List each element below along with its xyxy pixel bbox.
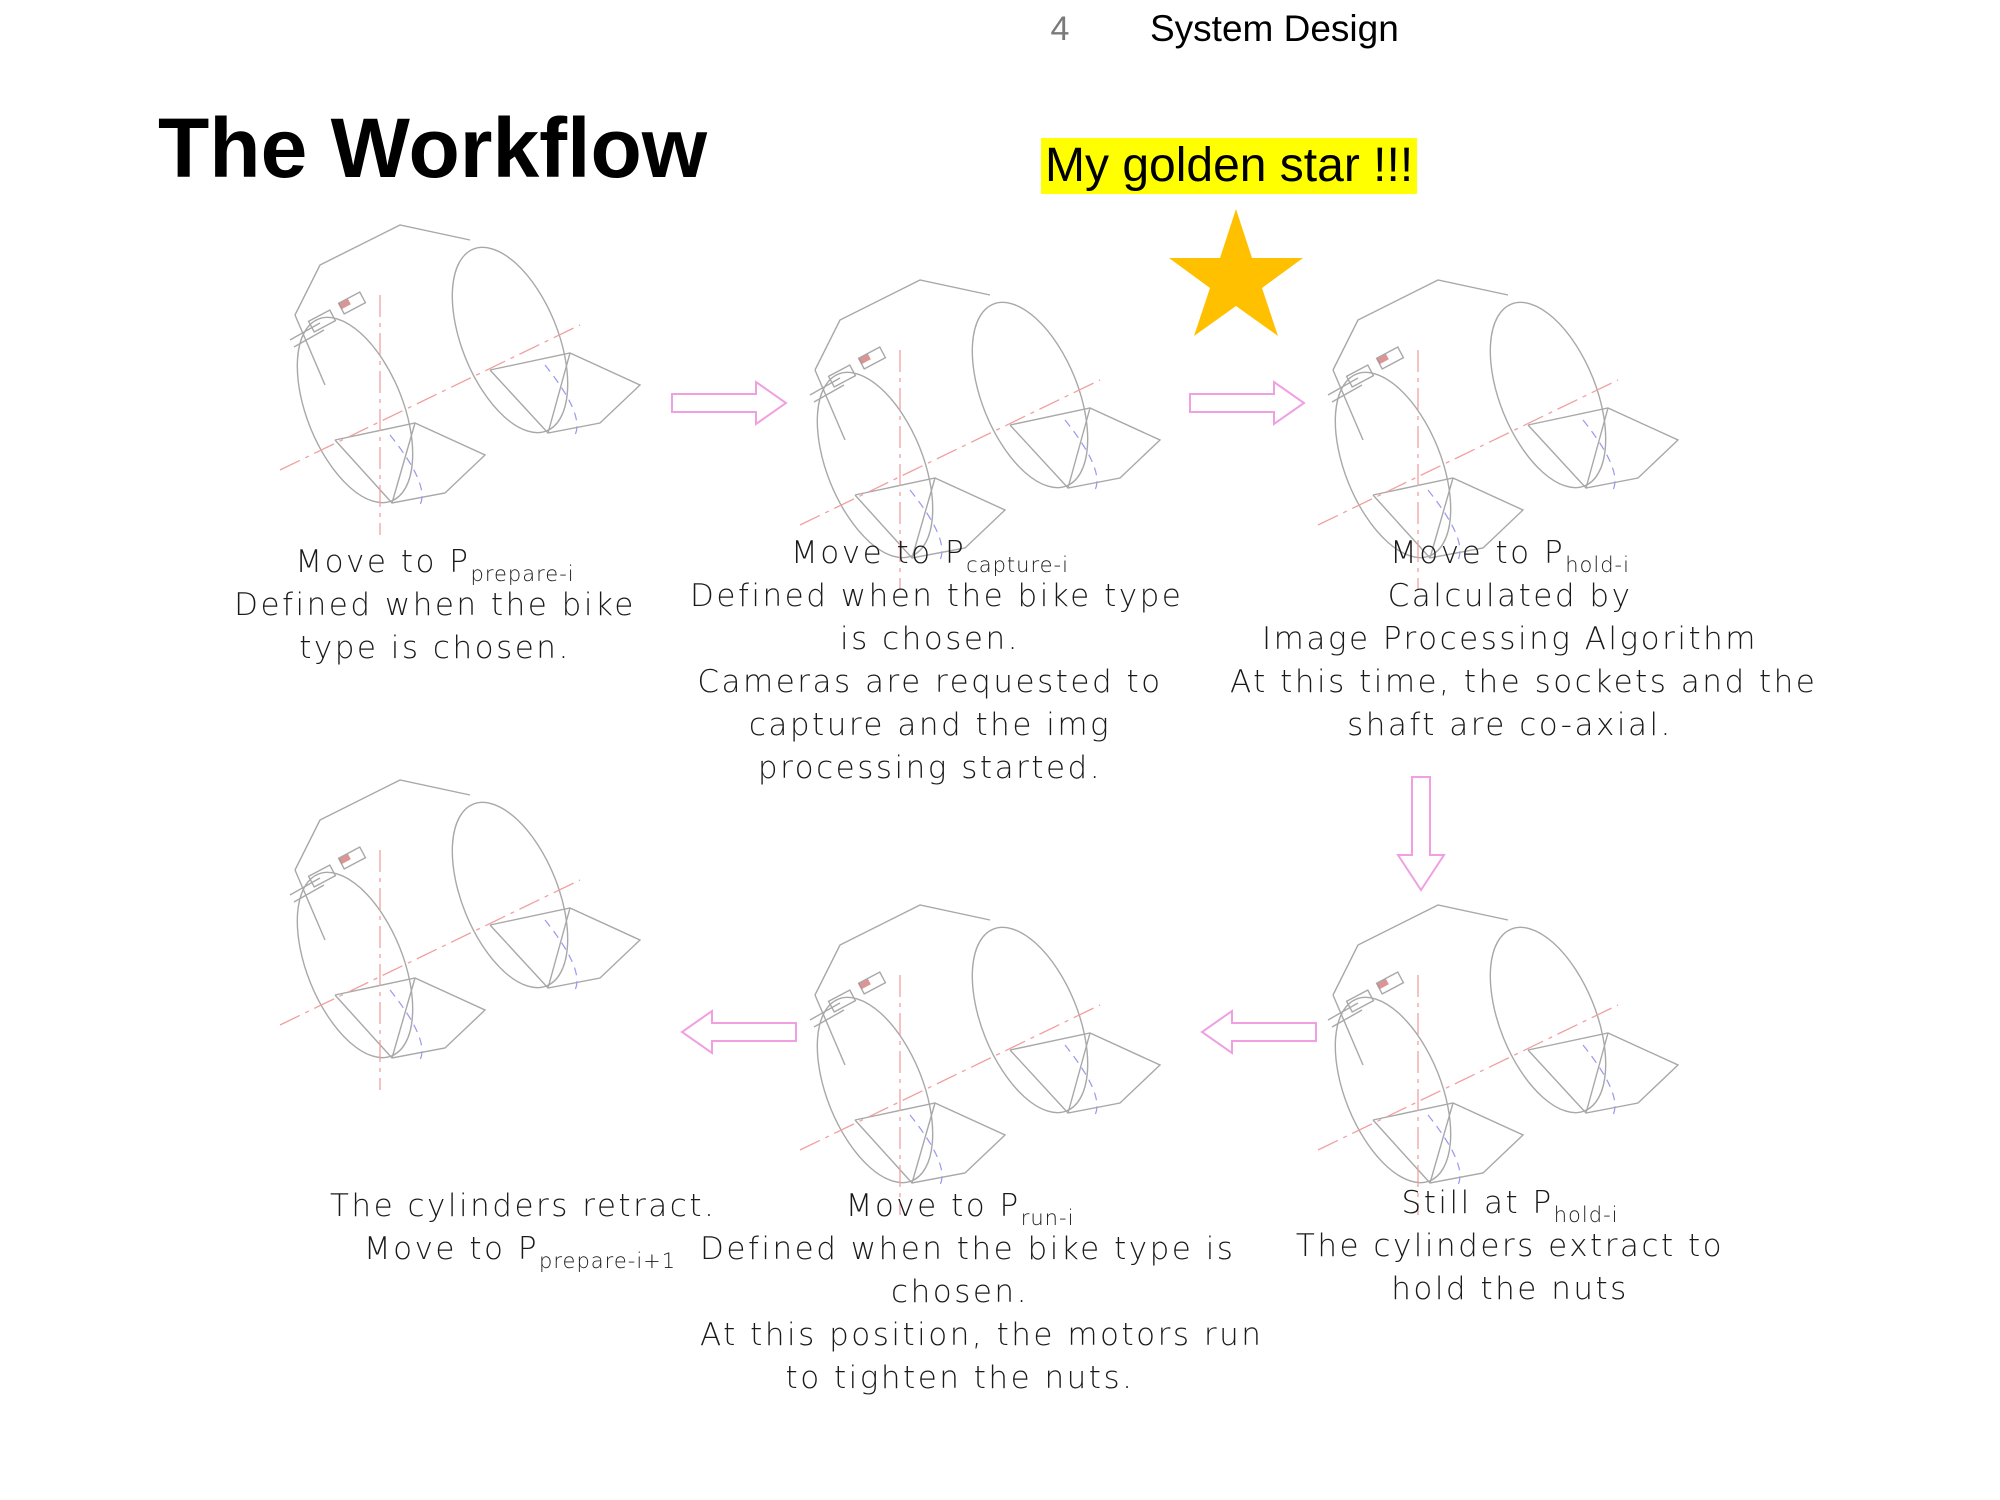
step-lead: Move to P (845, 1188, 1021, 1224)
step-position-label: prepare-i (470, 562, 575, 586)
step-lead: Move to P (295, 544, 471, 580)
star-icon (1169, 209, 1303, 336)
step-caption-capture: Move to Pcapture-i Defined when the bike… (690, 532, 1184, 790)
step-caption-still-hold: Still at Phold-i The cylinders extract t… (1290, 1182, 1730, 1311)
step-text-line: The cylinders extract to (1295, 1228, 1725, 1264)
step-text-line: type is chosen. (299, 630, 571, 666)
step-text-line: processing started. (757, 750, 1103, 786)
flow-arrow-step3-to-step4 (1396, 776, 1446, 892)
step-text-line: to tighten the nuts. (785, 1360, 1135, 1396)
section-number: 4 (1050, 10, 1070, 48)
step-text-line: Cameras are requested to (697, 664, 1163, 700)
step-text-line: Defined when the bike type (690, 578, 1184, 614)
flow-arrow-step5-to-step6 (680, 1009, 797, 1055)
step-caption-retract: The cylinders retract. Move to Pprepare-… (330, 1185, 717, 1273)
section-title: System Design (1150, 8, 1399, 49)
step-text-line: Calculated by (1387, 578, 1633, 614)
step-position-label: capture-i (966, 553, 1069, 577)
step-caption-run: Move to Prun-i Defined when the bike typ… (700, 1185, 1264, 1400)
flow-arrow-step1-to-step2 (671, 380, 788, 426)
step-lead: Move to P (363, 1231, 540, 1267)
step-lead: Still at P (1401, 1185, 1554, 1221)
step-text-line: capture and the img (748, 707, 1112, 743)
step-text-line: Image Processing Algorithm (1262, 621, 1758, 657)
step-text-line: chosen. (891, 1274, 1029, 1310)
step-caption-hold: Move to Phold-i Calculated by Image Proc… (1230, 532, 1818, 747)
callout-label: My golden star !!! (1041, 138, 1418, 194)
flow-arrow-step4-to-step5 (1200, 1009, 1317, 1055)
step-lead: Move to P (1390, 535, 1566, 571)
mechanism-drawing-6 (273, 779, 641, 1091)
flow-arrow-step2-to-step3 (1189, 380, 1306, 426)
step-text-line: At this time, the sockets and the (1230, 664, 1818, 700)
step-text-line: hold the nuts (1391, 1271, 1629, 1307)
step-caption-prepare: Move to Pprepare-i Defined when the bike… (210, 541, 660, 670)
step-text-line: Defined when the bike (234, 587, 636, 623)
mechanism-drawing-4 (1311, 904, 1679, 1216)
step-text-line: is chosen. (840, 621, 1020, 657)
step-position-label: hold-i (1553, 1203, 1619, 1227)
step-text-line: shaft are co-axial. (1347, 707, 1673, 743)
step-text-line: The cylinders retract. (330, 1188, 717, 1224)
step-position-label: prepare-i+1 (539, 1249, 677, 1273)
step-text-line: Defined when the bike type is (700, 1231, 1236, 1267)
mechanism-drawing-5 (793, 904, 1161, 1216)
mechanism-drawing-1 (273, 224, 641, 536)
step-position-label: hold-i (1565, 553, 1630, 577)
step-lead: Move to P (791, 535, 967, 571)
step-position-label: run-i (1020, 1206, 1075, 1230)
step-text-line: At this position, the motors run (700, 1317, 1264, 1353)
page-title: The Workflow (158, 101, 708, 195)
